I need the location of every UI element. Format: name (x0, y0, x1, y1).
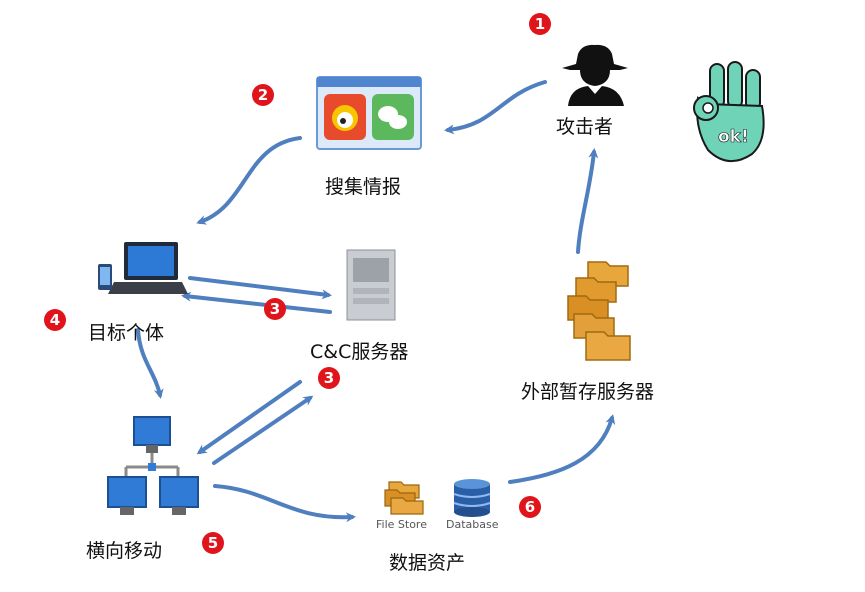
database-label: Database (446, 518, 499, 531)
arrow-cc-to-target (181, 291, 332, 314)
target-label: 目标个体 (88, 322, 165, 344)
arrow-assets-to-staging (508, 414, 616, 484)
arrow-target-to-lateral (136, 328, 164, 399)
arrow-lateral-to-cc (212, 395, 314, 465)
file-store-label: File Store (376, 518, 427, 531)
step-badge-3b: 3 (318, 367, 340, 389)
arrow-attacker-to-intel (444, 80, 547, 135)
database-icon (453, 479, 491, 517)
attacker-label: 攻击者 (556, 116, 614, 138)
ok-text: ok! (718, 127, 749, 147)
step-badge-4: 4 (44, 309, 66, 331)
server-icon (346, 249, 396, 321)
ok-hand-icon: ok! (693, 61, 765, 162)
network-icon (107, 416, 199, 515)
arrow-target-to-cc (188, 276, 332, 300)
cc-server-label: C&C服务器 (310, 341, 409, 363)
step-badge-2: 2 (252, 84, 274, 106)
step-badge-5: 5 (202, 532, 224, 554)
folders-icon (567, 261, 631, 361)
data-assets-label: 数据资产 (389, 552, 466, 574)
staging-server-label: 外部暂存服务器 (521, 381, 655, 403)
arrow-staging-to-attacker (576, 148, 599, 254)
intel-label: 搜集情报 (325, 176, 402, 198)
step-badge-3a: 3 (264, 298, 286, 320)
browser-icon (316, 76, 422, 150)
arrow-lateral-to-assets (213, 484, 356, 523)
lateral-movement-label: 横向移动 (86, 540, 163, 562)
file-store-icon (384, 481, 424, 515)
step-badge-1: 1 (529, 13, 551, 35)
step-badge-6: 6 (519, 496, 541, 518)
arrow-cc-to-lateral (196, 380, 302, 455)
arrow-intel-to-target (196, 136, 302, 225)
attacker-icon (562, 44, 628, 106)
laptop-icon (98, 242, 188, 294)
